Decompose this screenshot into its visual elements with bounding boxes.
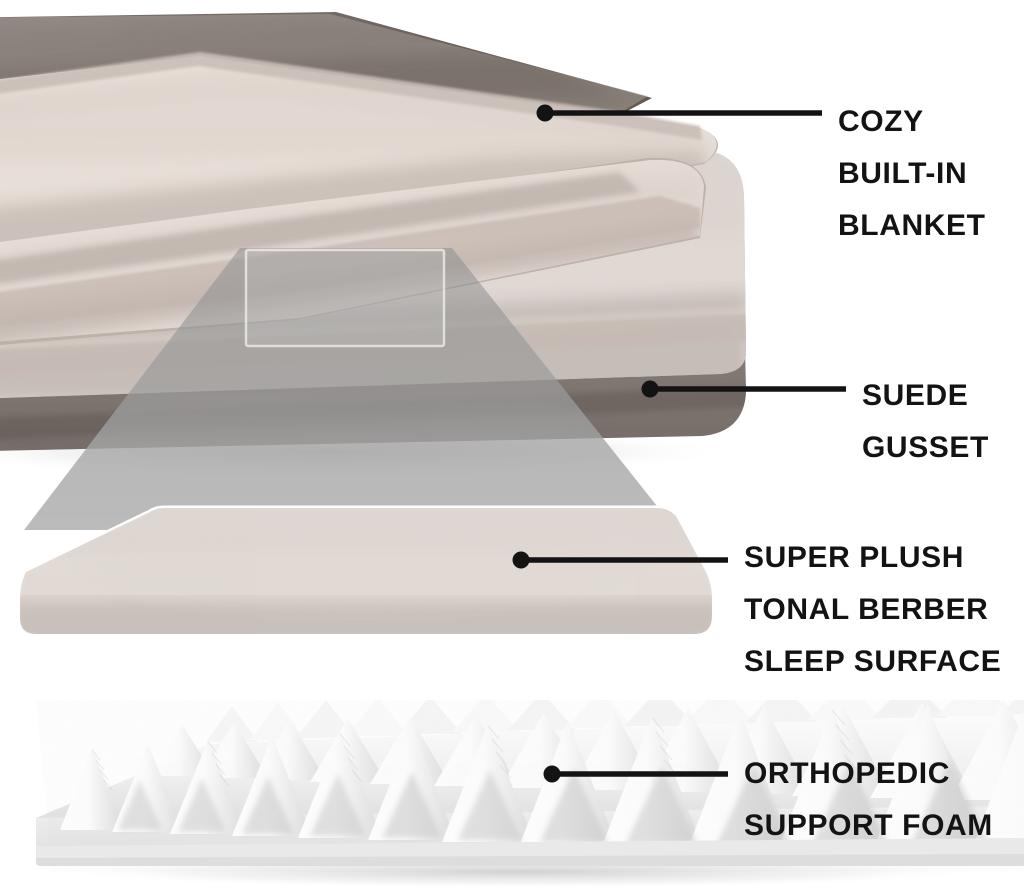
callout-label-super-plush-tonal-berber-sleep-surface: SUPER PLUSH TONAL BERBER SLEEP SURFACE (744, 541, 1002, 678)
berber-swatch (17, 505, 715, 637)
leader-orthopedic-support-foam (543, 765, 728, 783)
callout-label-suede-gusset: SUEDE GUSSET (862, 379, 989, 464)
zoom-selection-rect (244, 248, 446, 348)
zoom-funnel (24, 248, 676, 530)
callout-label-orthopedic-support-foam: ORTHOPEDIC SUPPORT FOAM (744, 757, 993, 842)
leader-cozy-built-in-blanket (536, 104, 822, 122)
leader-suede-gusset (641, 380, 846, 398)
leader-super-plush-tonal-berber-sleep-surface (512, 551, 728, 569)
callout-label-cozy-built-in-blanket: COZY BUILT-IN BLANKET (838, 105, 986, 242)
foam-base-shadow (36, 854, 1024, 866)
callout-leaders (512, 104, 846, 783)
dog-bed (0, 12, 746, 530)
orthopedic-foam-slab (36, 700, 1024, 888)
